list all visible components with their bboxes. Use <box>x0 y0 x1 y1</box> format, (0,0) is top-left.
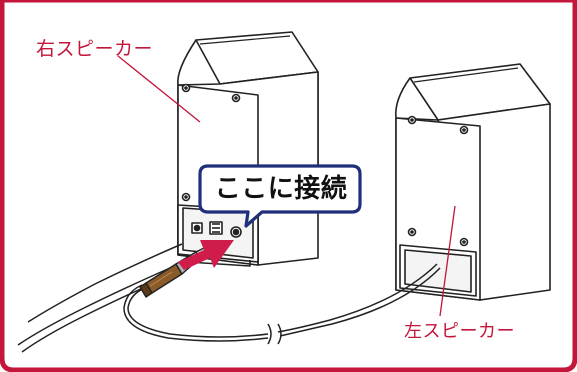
right-speaker <box>177 31 319 267</box>
connect-here-label: ここに接続 <box>214 174 348 204</box>
arrow-right-icon <box>178 240 234 270</box>
speaker-top-details <box>199 35 519 83</box>
left-speaker-label: 左スピーカー <box>404 321 515 342</box>
leader-lines <box>117 55 456 317</box>
cable-break-icon <box>267 323 282 345</box>
right-speaker-label: 右スピーカー <box>36 38 154 60</box>
callout-bubble <box>198 164 362 228</box>
left-speaker <box>394 63 551 301</box>
cables <box>17 243 441 353</box>
